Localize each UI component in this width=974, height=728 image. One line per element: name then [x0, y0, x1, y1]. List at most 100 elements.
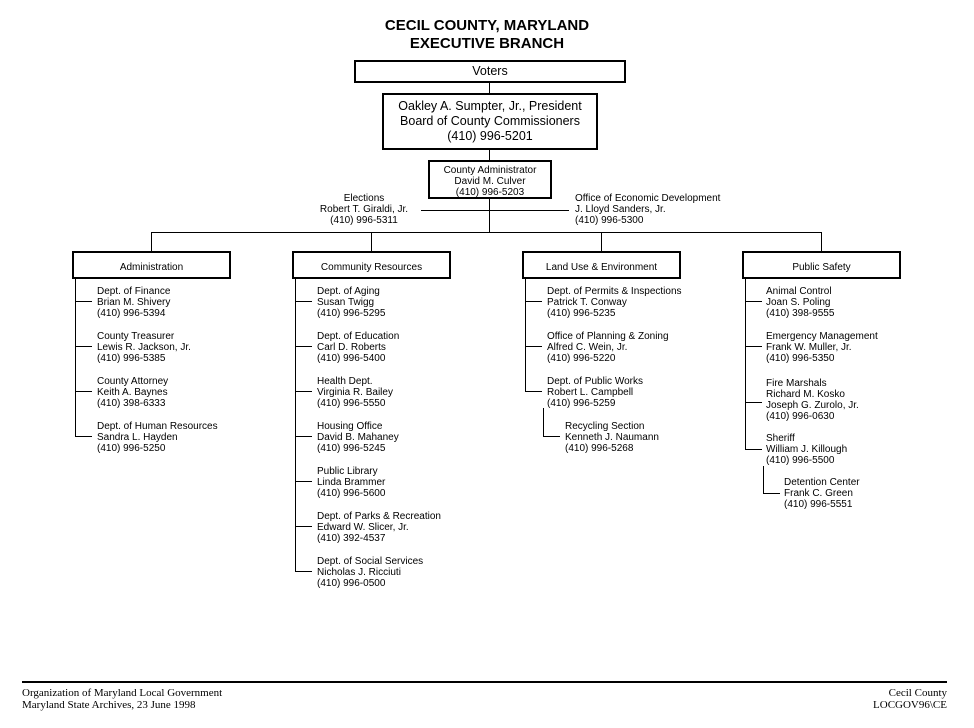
- dept-phone: (410) 996-0500: [317, 578, 386, 589]
- connector-line: [371, 232, 372, 251]
- division-label: Administration: [119, 262, 184, 273]
- dept-entry: Fire Marshals Richard M. Kosko Joseph G.…: [766, 378, 859, 422]
- connector-line: [295, 346, 312, 347]
- connector-line: [525, 301, 542, 302]
- connector-line: [295, 391, 312, 392]
- connector-line: [75, 346, 92, 347]
- dept-phone: (410) 996-5250: [97, 443, 166, 454]
- connector-line: [151, 232, 152, 251]
- dept-phone: (410) 996-5259: [547, 398, 616, 409]
- administrator-phone: (410) 996-5203: [455, 187, 525, 198]
- president-box: Oakley A. Sumpter, Jr., President Board …: [382, 93, 598, 150]
- dept-label: Dept. of Public Works: [547, 376, 643, 387]
- dept-head: Frank C. Green: [784, 488, 853, 499]
- dept-phone: (410) 996-5551: [784, 499, 853, 510]
- connector-line: [543, 436, 560, 437]
- dept-entry: Health Dept. Virginia R. Bailey (410) 99…: [317, 376, 393, 409]
- dept-entry: Dept. of Parks & Recreation Edward W. Sl…: [317, 511, 441, 544]
- division-label: Community Resources: [320, 262, 423, 273]
- connector-line: [295, 436, 312, 437]
- footer-left: Organization of Maryland Local Governmen…: [22, 687, 222, 711]
- dept-label: County Attorney: [97, 376, 169, 387]
- dept-head: Brian M. Shivery: [97, 297, 171, 308]
- elections-phone: (410) 996-5311: [330, 215, 398, 226]
- connector-line: [763, 466, 764, 493]
- dept-label: Emergency Management: [766, 331, 878, 342]
- footer-rule: [22, 681, 947, 683]
- connector-line: [489, 210, 569, 211]
- dept-label: Recycling Section: [565, 421, 645, 432]
- connector-line: [295, 571, 312, 572]
- connector-line: [745, 449, 762, 450]
- dept-head: Richard M. Kosko: [766, 389, 845, 400]
- sub-dept-entry: Recycling Section Kenneth J. Naumann (41…: [565, 421, 659, 454]
- dept-phone: (410) 392-4537: [317, 533, 386, 544]
- footer-county: Cecil County: [888, 687, 947, 699]
- dept-label: Dept. of Aging: [317, 286, 380, 297]
- dept-label: County Treasurer: [97, 331, 175, 342]
- elections-name: Robert T. Giraldi, Jr.: [319, 204, 409, 215]
- president-phone: (410) 996-5201: [447, 129, 533, 143]
- connector-line: [75, 436, 92, 437]
- dept-entry: Dept. of Finance Brian M. Shivery (410) …: [97, 286, 170, 319]
- dept-label: Dept. of Education: [317, 331, 400, 342]
- administrator-role: County Administrator: [443, 165, 537, 176]
- voters-box: Voters: [354, 60, 626, 83]
- dept-head: Sandra L. Hayden: [97, 432, 178, 443]
- dept-phone: (410) 996-5220: [547, 353, 616, 364]
- dept-entry: County Treasurer Lewis R. Jackson, Jr. (…: [97, 331, 191, 364]
- dept-phone: (410) 996-5600: [317, 488, 386, 499]
- dept-entry: Dept. of Aging Susan Twigg (410) 996-529…: [317, 286, 385, 319]
- connector-line: [489, 150, 490, 160]
- dept-entry: Dept. of Education Carl D. Roberts (410)…: [317, 331, 399, 364]
- dept-head-secondary: Joseph G. Zurolo, Jr.: [766, 400, 859, 411]
- dept-head: Linda Brammer: [317, 477, 386, 488]
- dept-head: Patrick T. Conway: [547, 297, 627, 308]
- connector-line: [421, 210, 489, 211]
- dept-label: Sheriff: [766, 433, 795, 444]
- connector-line: [489, 83, 490, 93]
- dept-phone: (410) 996-5350: [766, 353, 835, 364]
- administrator-name: David M. Culver: [454, 176, 526, 187]
- dept-entry: Animal Control Joan S. Poling (410) 398-…: [766, 286, 834, 319]
- connector-line: [763, 493, 780, 494]
- dept-phone: (410) 996-5400: [317, 353, 386, 364]
- connector-line: [295, 526, 312, 527]
- dept-head: Alfred C. Wein, Jr.: [547, 342, 628, 353]
- dept-label: Dept. of Parks & Recreation: [317, 511, 441, 522]
- dept-phone: (410) 996-5235: [547, 308, 616, 319]
- connector-line: [295, 301, 312, 302]
- connector-line: [295, 279, 296, 571]
- dept-head: Carl D. Roberts: [317, 342, 386, 353]
- dept-head: Keith A. Baynes: [97, 387, 168, 398]
- division-box-public-safety: Public Safety: [742, 251, 901, 279]
- footer-code: LOCGOV96\CE: [873, 699, 947, 711]
- dept-entry: Dept. of Human Resources Sandra L. Hayde…: [97, 421, 218, 454]
- dept-label: Health Dept.: [317, 376, 373, 387]
- connector-line: [525, 279, 526, 391]
- dept-head: David B. Mahaney: [317, 432, 399, 443]
- dept-head: Edward W. Slicer, Jr.: [317, 522, 409, 533]
- dept-label: Housing Office: [317, 421, 383, 432]
- dept-phone: (410) 996-5500: [766, 455, 835, 466]
- dept-label: Fire Marshals: [766, 378, 827, 389]
- economic-name: J. Lloyd Sanders, Jr.: [575, 204, 666, 215]
- elections-title: Elections: [343, 193, 385, 204]
- dept-head: Frank W. Muller, Jr.: [766, 342, 852, 353]
- dept-phone: (410) 398-9555: [766, 308, 835, 319]
- dept-phone: (410) 996-5385: [97, 353, 166, 364]
- chart-title-line1: CECIL COUNTY, MARYLAND: [384, 17, 590, 34]
- dept-phone: (410) 996-5295: [317, 308, 386, 319]
- division-label: Public Safety: [792, 262, 851, 273]
- connector-line: [75, 391, 92, 392]
- footer-right: Cecil County LOCGOV96\CE: [873, 687, 947, 711]
- dept-entry: Office of Planning & Zoning Alfred C. We…: [547, 331, 669, 364]
- dept-head: Nicholas J. Ricciuti: [317, 567, 401, 578]
- division-box-community-resources: Community Resources: [292, 251, 451, 279]
- sub-dept-entry: Detention Center Frank C. Green (410) 99…: [784, 477, 860, 510]
- dept-label: Public Library: [317, 466, 378, 477]
- voters-label: Voters: [472, 64, 508, 78]
- connector-line: [745, 301, 762, 302]
- dept-entry: Housing Office David B. Mahaney (410) 99…: [317, 421, 399, 454]
- dept-phone: (410) 996-0630: [766, 411, 835, 422]
